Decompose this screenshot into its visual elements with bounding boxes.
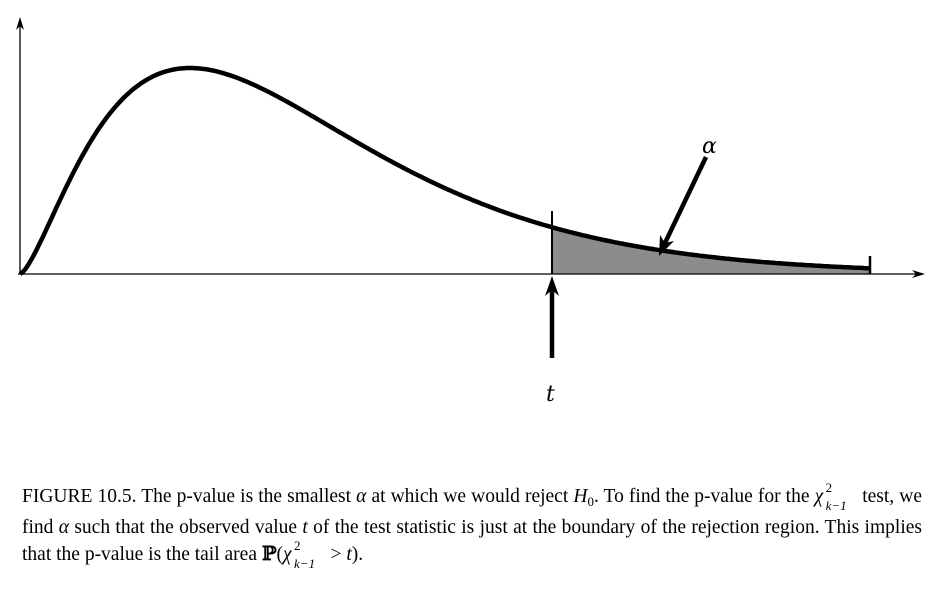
density-curve [18,65,871,276]
alpha-arrow-head [659,235,674,256]
figure-caption: FIGURE 10.5. The p-value is the smallest… [22,480,922,571]
chi-square-density-figure: α t [16,17,925,407]
t-arrow-head [545,276,559,296]
alpha-label: α [702,134,717,159]
rejection-tail-area [552,227,870,274]
caption-label: FIGURE 10.5. [22,486,137,507]
y-axis-arrowhead [16,17,24,30]
alpha-arrow-shaft [662,156,709,244]
t-label: t [546,382,555,407]
x-axis-arrowhead [912,270,925,278]
